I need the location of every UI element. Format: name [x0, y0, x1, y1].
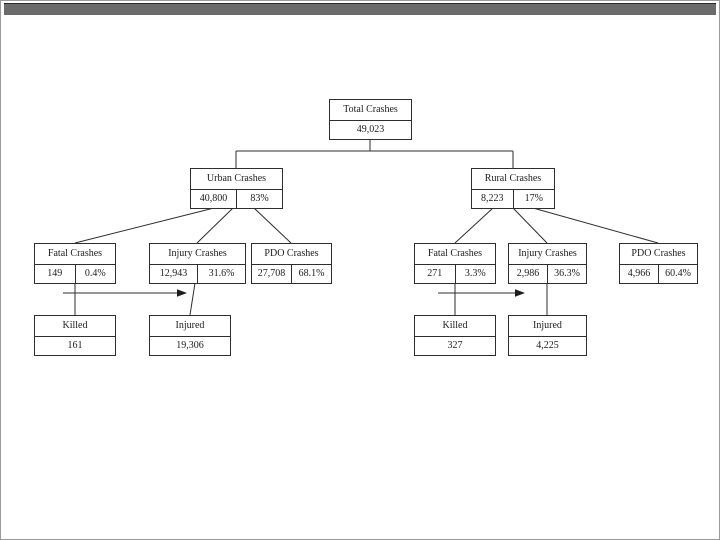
- node-value: 327: [447, 340, 463, 351]
- node-percent: 31.6%: [197, 265, 245, 283]
- connector-rural-injury: [512, 207, 548, 244]
- node-total-crashes: Total Crashes 49,023: [329, 99, 412, 140]
- node-value: 27,708: [257, 268, 286, 279]
- node-rural-crashes: Rural Crashes 8,223 17%: [471, 168, 555, 209]
- node-title: Fatal Crashes: [35, 244, 115, 265]
- node-urban-pdo-crashes: PDO Crashes 27,708 68.1%: [251, 243, 332, 284]
- node-title: Fatal Crashes: [415, 244, 495, 265]
- node-value: 4,966: [627, 268, 651, 279]
- node-urban-injury-crashes: Injury Crashes 12,943 31.6%: [149, 243, 246, 284]
- node-title: Total Crashes: [330, 100, 411, 121]
- connector-urban-fatal: [74, 207, 215, 244]
- node-title: Injured: [509, 316, 586, 337]
- node-value: 49,023: [356, 124, 385, 135]
- node-rural-killed: Killed 327: [414, 315, 496, 356]
- node-title: Urban Crashes: [191, 169, 282, 190]
- node-urban-fatal-crashes: Fatal Crashes 149 0.4%: [34, 243, 116, 284]
- node-value: 161: [67, 340, 83, 351]
- node-value: 40,800: [199, 193, 228, 204]
- node-percent: 3.3%: [454, 265, 496, 283]
- node-percent: 17%: [512, 190, 555, 208]
- node-urban-killed: Killed 161: [34, 315, 116, 356]
- node-title: Injury Crashes: [150, 244, 245, 265]
- node-rural-injury-crashes: Injury Crashes 2,986 36.3%: [508, 243, 587, 284]
- rural-arrow-head-icon: [515, 289, 525, 297]
- node-rural-pdo-crashes: PDO Crashes 4,966 60.4%: [619, 243, 698, 284]
- node-percent: 36.3%: [547, 265, 586, 283]
- node-value: 12,943: [159, 268, 188, 279]
- urban-arrow-head-icon: [177, 289, 187, 297]
- node-title: Killed: [415, 316, 495, 337]
- node-title: Rural Crashes: [472, 169, 554, 190]
- connector-urban-injury: [196, 207, 234, 244]
- node-rural-fatal-crashes: Fatal Crashes 271 3.3%: [414, 243, 496, 284]
- node-value: 271: [427, 268, 443, 279]
- connector-rural-fatal: [454, 207, 494, 244]
- node-value: 2,986: [516, 268, 540, 279]
- node-percent: 0.4%: [74, 265, 116, 283]
- slide-top-bar: [4, 3, 716, 15]
- node-urban-injured: Injured 19,306: [149, 315, 231, 356]
- node-title: Injured: [150, 316, 230, 337]
- node-title: PDO Crashes: [252, 244, 331, 265]
- node-title: Injury Crashes: [509, 244, 586, 265]
- node-percent: 83%: [236, 190, 282, 208]
- node-title: PDO Crashes: [620, 244, 697, 265]
- node-value: 4,225: [536, 340, 559, 351]
- node-urban-crashes: Urban Crashes 40,800 83%: [190, 168, 283, 209]
- connector-urban-pdo: [253, 207, 292, 244]
- node-percent: 68.1%: [291, 265, 331, 283]
- node-value: 149: [47, 268, 63, 279]
- node-rural-injured: Injured 4,225: [508, 315, 587, 356]
- node-value: 19,306: [176, 340, 204, 351]
- connector-rural-pdo: [532, 207, 659, 244]
- node-title: Killed: [35, 316, 115, 337]
- connector-urban-injured: [189, 282, 196, 316]
- node-value: 8,223: [481, 193, 504, 204]
- node-percent: 60.4%: [658, 265, 697, 283]
